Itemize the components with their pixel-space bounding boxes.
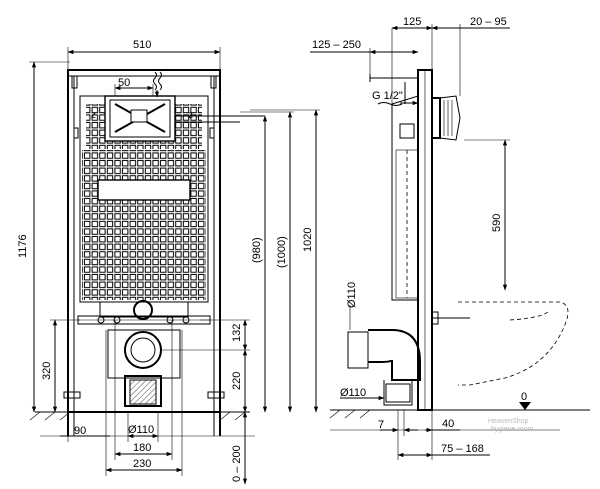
label-thread: G 1/2" [372,90,403,102]
watermark-tagline: hygiene room [491,426,534,433]
dim-depth-20-95: 20 – 95 [470,16,507,28]
svg-text:z: z [91,110,96,121]
dim-height-total: 1176 [17,234,29,258]
cistern-grid [82,150,206,300]
dim-spacing-180: 180 [133,442,151,454]
flush-pipe-opening [133,300,153,320]
label-floor-zero: 0 [521,391,527,403]
dim-height-1020: 1020 [302,228,314,252]
dim-pipe-diameter-lower: Ø110 [340,387,366,399]
dim-adjust-range: 0 – 200 [231,445,243,482]
side-view: G 1/2" 125 20 – 95 125 – 250 590 Ø110 [310,16,590,460]
dim-offset-7: 7 [378,419,384,431]
dim-foot-offset: 90 [74,425,86,437]
dim-height-980: (980) [251,237,263,263]
toilet-bowl-outline [458,301,569,386]
drain-elbow [368,329,421,381]
drain-connection [124,331,162,369]
dim-depth-125-250: 125 – 250 [312,39,361,51]
dim-height-220: 220 [231,372,243,390]
watermark-brand: HeavenShop [488,418,529,425]
dim-spacing-230: 230 [133,458,151,470]
dim-width-top: 510 [133,39,151,51]
dim-offset-75-168: 75 – 168 [441,443,484,455]
dim-height-132: 132 [231,324,243,342]
dim-depth-125: 125 [403,16,421,28]
front-view: z z 50 [17,39,320,485]
dim-pipe-diameter-upper: Ø110 [346,282,358,308]
dim-offset-40: 40 [442,418,454,430]
dim-pipe-diameter: Ø110 [128,424,154,436]
dim-box-width: 50 [118,77,130,89]
dim-height-320: 320 [41,362,53,380]
dim-height-590: 590 [491,214,503,232]
flush-window [97,179,191,201]
dim-height-1000: (1000) [276,236,288,268]
